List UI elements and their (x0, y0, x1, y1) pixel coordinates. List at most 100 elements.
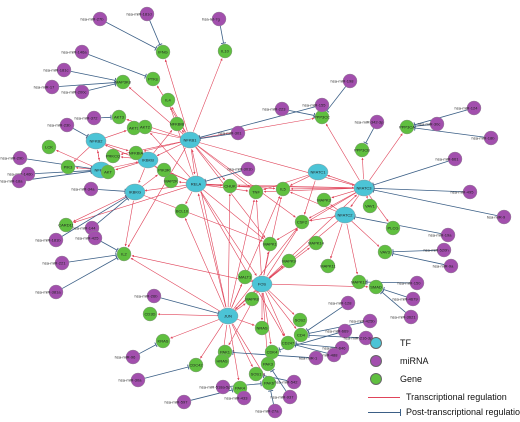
mirna-node: hsa-miR-150 (398, 275, 425, 291)
mirna-circle (176, 394, 192, 410)
transcriptional-edge (290, 187, 356, 191)
inhibition-bar (114, 81, 117, 87)
node-label: SMAD (370, 285, 382, 290)
mirna-node: hsa-miR-381a (35, 284, 64, 300)
mirna-node: hsa-miR-301b (227, 161, 256, 177)
gene-node: AKT3 (111, 109, 127, 125)
mirna-circle (125, 349, 141, 365)
mirna-node: hsa-miR-433 (225, 390, 252, 406)
tf-circle (217, 307, 239, 325)
tf-circle (179, 131, 201, 149)
node-label: CSF2 (297, 220, 308, 225)
node-label: hsa-miR-597 (165, 400, 189, 405)
gene-node: TNF (248, 184, 264, 200)
post-transcriptional-edge (307, 306, 343, 331)
node-label: hsa-miR-520h (423, 248, 448, 253)
transcriptional-edge (368, 133, 403, 181)
gene-circle (58, 217, 74, 233)
node-label: PTKs (148, 77, 158, 82)
transcriptional-edge (144, 184, 188, 192)
gene-circle (248, 366, 264, 382)
mirna-node: hsa-miR-3621 (390, 309, 419, 325)
mirna-node: hsa-miR-17 (34, 79, 60, 95)
tf-circle (251, 275, 273, 293)
node-label: CDK4 (267, 350, 278, 355)
post-transcriptional-edge (160, 297, 219, 314)
edge-layer (25, 20, 498, 405)
post-transcriptional-edge (97, 189, 126, 192)
transcriptional-edge (193, 58, 223, 132)
mirna-node: hsa-miR-96 (115, 349, 141, 365)
node-label: MAPK1 (263, 242, 277, 247)
node-label: hsa-miR-18a (0, 179, 23, 184)
mirna-circle (230, 125, 246, 141)
transcriptional-edge (309, 216, 337, 222)
node-label: hsa-miR-30c (418, 122, 441, 127)
mirna-node: hsa-miR-1 (299, 350, 324, 366)
node-label: hsa-miR-216-3p (344, 336, 373, 341)
mirna-circle (54, 255, 70, 271)
gene-node: NFKBIA (129, 145, 144, 161)
node-label: hsa-miR-181d (126, 12, 151, 17)
node-label: AKT3 (114, 115, 125, 120)
transcriptional-edge (153, 130, 173, 154)
mirna-node: hsa-miR-223 (263, 101, 290, 117)
gene-circle (260, 356, 276, 372)
mirna-node: hsa-miR-495 (451, 184, 478, 200)
tf-node: IKBKB (137, 151, 159, 169)
gene-node: MAPK11 (320, 258, 337, 274)
node-label: PRKCQ (106, 154, 120, 159)
post-transcriptional-edge (295, 344, 328, 354)
tf-node: NFATC2 (334, 206, 356, 224)
tf-circle (334, 206, 356, 224)
transcriptional-edge (73, 195, 128, 222)
gene-node: LCK (41, 139, 57, 155)
tf-node: NFATC1 (307, 163, 329, 181)
gene-circle (280, 335, 296, 351)
node-label: FOS (258, 282, 267, 287)
mirna-circle (267, 403, 283, 419)
gene-node: CD3D (142, 306, 158, 322)
transcriptional-edge (351, 220, 380, 247)
node-label: hsa-miR-18b (472, 136, 496, 141)
transcriptional-edge (266, 228, 298, 277)
node-label: hsa-miR-4679 (392, 297, 418, 302)
node-label: PIK3 (64, 165, 73, 170)
gene-node: SMAD (368, 279, 384, 295)
mirna-circle (443, 258, 459, 274)
node-label: PAK4 (235, 386, 246, 391)
node-label: SOS1 (251, 372, 262, 377)
tf-circle (85, 132, 107, 150)
node-label: hsa-miR-96 (115, 355, 136, 360)
transcriptional-edge (361, 157, 364, 180)
transcriptional-edge (263, 174, 310, 191)
node-label: IFNG (158, 50, 168, 55)
node-label: PAK6 (264, 381, 275, 386)
post-transcriptional-edge (199, 133, 232, 139)
mirna-circle (308, 350, 324, 366)
mirna-node: hsa-miR-34a (72, 181, 99, 197)
transcriptional-edge (141, 174, 158, 187)
node-label: CD3D (145, 312, 156, 317)
gene-node: PAK3 (260, 356, 276, 372)
post-transcriptional-edge (414, 109, 468, 126)
mirna-circle (236, 390, 252, 406)
node-label: MAPK3 (317, 198, 331, 203)
transcriptional-edge (195, 146, 225, 181)
gene-circle (115, 74, 131, 90)
gene-node: MAPK9 (281, 253, 297, 269)
tf-node: NFATC3 (353, 179, 375, 197)
transcriptional-edge (331, 190, 356, 199)
gene-node: MAPK8 (244, 291, 260, 307)
gene-circle (320, 258, 336, 274)
mirna-swatch-icon (370, 355, 382, 367)
post-transcriptional-edge (414, 127, 485, 138)
mirna-circle (409, 275, 425, 291)
post-transcriptional-edge (295, 343, 336, 348)
legend-item-gene: Gene (368, 372, 422, 386)
node-label: NFATC1 (310, 170, 326, 175)
mirna-node: hsa-miR-30a (119, 372, 146, 388)
node-label: NFKBIA (129, 151, 144, 156)
post-transcriptional-edge (414, 124, 431, 127)
node-label: hsa-miR-661 (436, 157, 460, 162)
